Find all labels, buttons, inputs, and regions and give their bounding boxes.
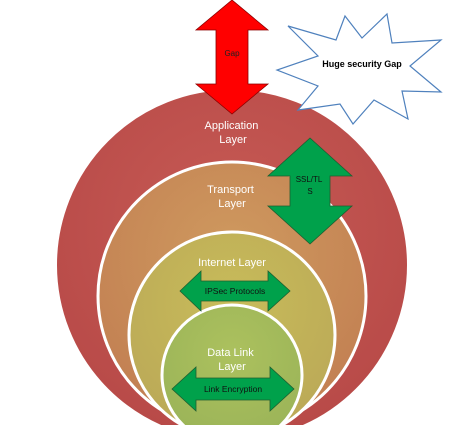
data-link-layer-label: Data Link Layer xyxy=(207,347,257,373)
ssl-tls-arrow xyxy=(266,137,354,245)
application-layer-label-line1: Application xyxy=(205,120,259,132)
ssl-tls-arrow-label: SSL/TL S xyxy=(296,175,325,196)
security-gap-callout-burst xyxy=(275,12,443,125)
application-layer-label: Application Layer xyxy=(205,120,262,146)
ssl-tls-label-line1: SSL/TL xyxy=(296,175,323,184)
internet-layer-label: Internet Layer xyxy=(198,257,266,269)
link-encryption-arrow-label: Link Encryption xyxy=(204,384,262,394)
ipsec-arrow xyxy=(179,270,291,312)
link-encryption-arrow xyxy=(171,366,295,412)
ssl-tls-label-line2: S xyxy=(307,187,312,196)
transport-layer-label-line1: Transport xyxy=(207,184,254,196)
application-layer-label-line2: Layer xyxy=(219,134,247,146)
transport-layer-label-line2: Layer xyxy=(218,198,246,210)
security-gap-callout-text: Huge security Gap xyxy=(322,59,402,69)
gap-arrow-label: Gap xyxy=(224,49,240,58)
data-link-layer-label-line1: Data Link xyxy=(207,347,254,359)
ipsec-arrow-label: IPSec Protocols xyxy=(205,286,265,296)
gap-arrow xyxy=(194,0,270,115)
data-link-layer-label-line2: Layer xyxy=(218,361,246,373)
transport-layer-label: Transport Layer xyxy=(207,184,257,210)
